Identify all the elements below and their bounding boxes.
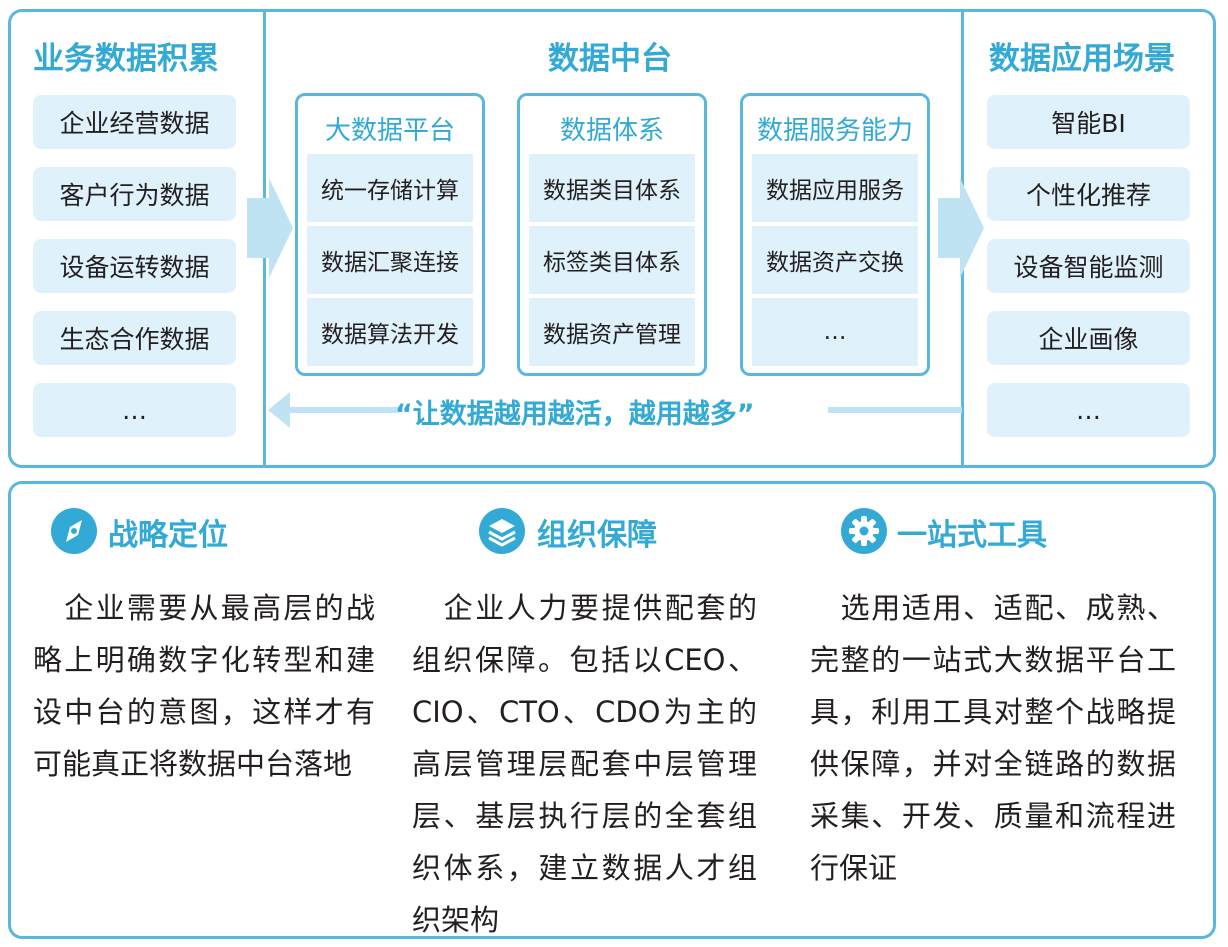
bottom-panel — [8, 481, 1216, 939]
slogan: “让数据越用越活，越用越多” — [395, 399, 755, 430]
left-item-enterprise: 企业经营数据 — [33, 95, 236, 149]
strategy-body: 企业需要从最高层的战略上明确数字化转型和建设中台的意图，这样才有可能真正将数据中… — [33, 591, 375, 781]
service-item-application: 数据应用服务 — [752, 154, 918, 222]
left-item-ecosystem: 生态合作数据 — [33, 311, 236, 365]
feedback-arrow-icon — [268, 392, 962, 428]
service-item-exchange: 数据资产交换 — [752, 226, 918, 294]
right-item-portrait: 企业画像 — [987, 311, 1190, 365]
platform-item-storage: 统一存储计算 — [307, 154, 473, 222]
right-item-more: … — [987, 383, 1190, 437]
platform-item-algorithm: 数据算法开发 — [307, 298, 473, 366]
system-item-category: 数据类目体系 — [529, 154, 695, 222]
left-item-customer: 客户行为数据 — [33, 167, 236, 221]
top-panel — [8, 9, 1216, 468]
strategy-title: 战略定位 — [108, 518, 228, 553]
layers-icon — [479, 508, 525, 554]
right-arrow-icon-2 — [938, 178, 984, 278]
toolkit-body: 选用适用、适配、成熟、完整的一站式大数据平台工具，利用工具对整个战略提供保障，并… — [810, 591, 1176, 885]
data-service-panel: 数据服务能力 数据应用服务 数据资产交换 … — [740, 93, 930, 376]
big-data-platform-panel: 大数据平台 统一存储计算 数据汇聚连接 数据算法开发 — [295, 93, 485, 376]
right-item-bi: 智能BI — [987, 95, 1190, 149]
system-item-asset: 数据资产管理 — [529, 298, 695, 366]
left-item-more: … — [33, 383, 236, 437]
data-system-panel: 数据体系 数据类目体系 标签类目体系 数据资产管理 — [517, 93, 707, 376]
data-system-title: 数据体系 — [559, 116, 664, 146]
big-data-platform-title: 大数据平台 — [324, 116, 455, 146]
business-data-title: 业务数据积累 — [33, 41, 219, 77]
right-item-monitoring: 设备智能监测 — [987, 239, 1190, 293]
compass-icon — [51, 508, 97, 554]
service-item-more: … — [752, 298, 918, 366]
organization-title: 组织保障 — [537, 518, 657, 553]
system-item-tag: 标签类目体系 — [529, 226, 695, 294]
platform-item-aggregation: 数据汇聚连接 — [307, 226, 473, 294]
right-arrow-icon — [247, 178, 293, 278]
data-service-title: 数据服务能力 — [756, 116, 913, 146]
right-item-recommendation: 个性化推荐 — [987, 167, 1190, 221]
data-application-title: 数据应用场景 — [989, 41, 1175, 77]
left-item-device: 设备运转数据 — [33, 239, 236, 293]
organization-body: 企业人力要提供配套的组织保障。包括以CEO、CIO、CTO、CDO为主的高层管理… — [412, 591, 757, 937]
toolkit-title: 一站式工具 — [897, 518, 1047, 553]
data-middle-platform-title: 数据中台 — [548, 41, 672, 77]
gear-icon — [841, 508, 887, 554]
